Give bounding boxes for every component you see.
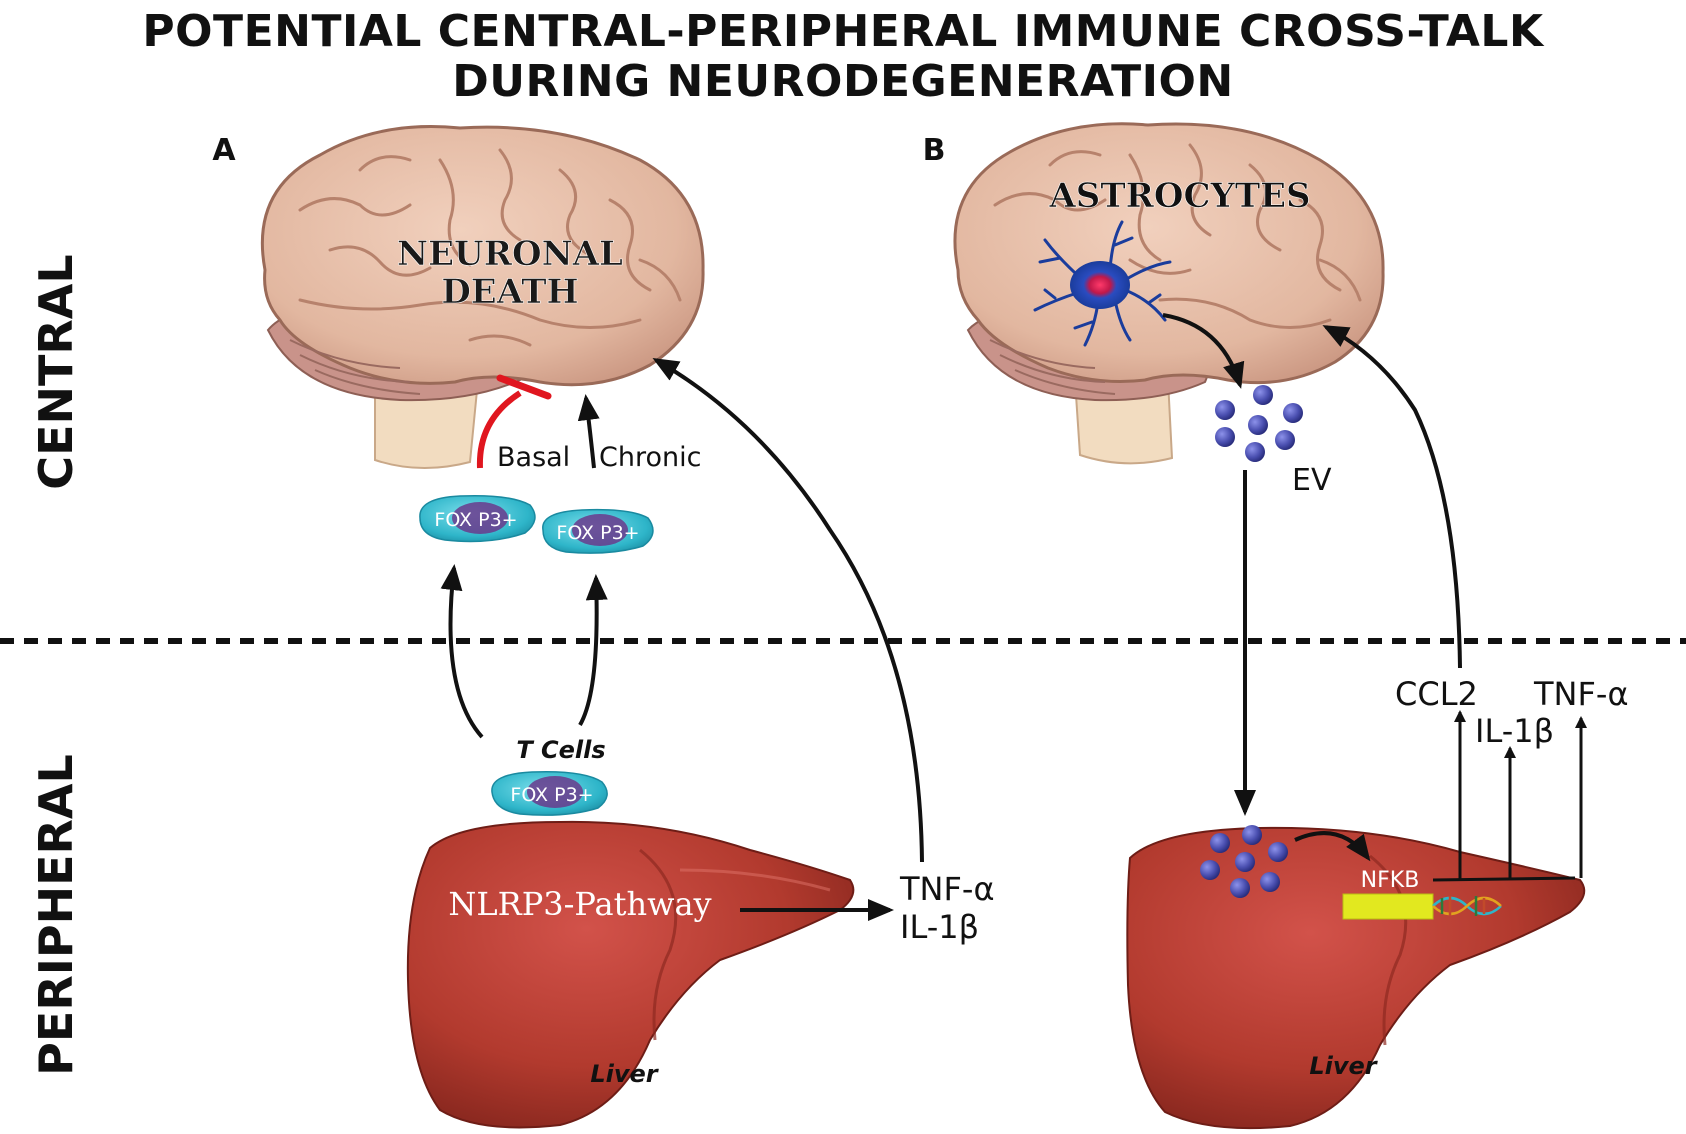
cytokine-il1b-a: IL-1β: [900, 908, 979, 946]
ev-to-nfkb-arrow: [1294, 831, 1371, 862]
ccl2-label: CCL2: [1395, 675, 1478, 713]
tcell-to-foxp3-right-arrow: [578, 574, 608, 726]
ev-cluster-brain: [1215, 385, 1303, 462]
cerebellum-a-folds: [289, 339, 421, 395]
region-label-central: CENTRAL: [29, 254, 83, 489]
neuronal-death-line-1: NEURONAL: [397, 234, 623, 274]
liver-b: [1126, 826, 1586, 1130]
nlrp3-pathway-label: NLRP3-Pathway: [448, 885, 711, 923]
liver-a-label: Liver: [590, 1060, 659, 1088]
ev-cluster-liver: [1200, 825, 1288, 898]
figure-title-line-2: DURING NEURODEGENERATION: [452, 56, 1234, 107]
panel-b-letter: B: [923, 133, 946, 168]
cytokine-tnfa-a: TNF-α: [899, 870, 995, 908]
foxp3-cell-bottom: FOX P3+: [491, 770, 608, 816]
astrocyte-body: [1070, 261, 1130, 309]
brain-b: [953, 122, 1385, 465]
brainstem-a: [374, 379, 480, 469]
ev-label: EV: [1292, 463, 1332, 498]
chronic-label: Chronic: [599, 442, 701, 473]
tnfa-b-label: TNF-α: [1533, 675, 1629, 713]
ccl2-to-brain-b-arrow: [1322, 325, 1462, 669]
foxp3-cell-left: FOX P3+: [419, 494, 536, 543]
inhibition-bar: [496, 374, 552, 400]
astrocyte-to-ev-arrow: [1162, 313, 1245, 389]
panel-a-letter: A: [212, 133, 236, 168]
basal-label: Basal: [497, 442, 570, 473]
brain-a: [260, 125, 705, 469]
astrocyte-cell: [1033, 220, 1172, 347]
liver-a: [406, 820, 855, 1129]
astrocytes-label: ASTROCYTES: [1048, 176, 1310, 216]
region-label-peripheral: PERIPHERAL: [29, 754, 83, 1076]
liver-b-label: Liver: [1309, 1052, 1378, 1080]
dna-helix-icon: [1432, 896, 1502, 916]
nfkb-output-line: [1432, 876, 1576, 882]
basal-inhibition-arrow: [476, 390, 522, 469]
cytokines-to-brain-a-arrow: [652, 358, 924, 863]
foxp3-bottom-label: FOX P3+: [510, 784, 593, 806]
chronic-arrow: [577, 394, 600, 469]
t-cells-label: T Cells: [516, 736, 605, 764]
foxp3-left-label: FOX P3+: [434, 509, 517, 531]
foxp3-cell-right: FOX P3+: [542, 508, 654, 554]
nfkb-gene-box: [1342, 893, 1434, 920]
figure-title-line-1: POTENTIAL CENTRAL-PERIPHERAL IMMUNE CROS…: [142, 6, 1544, 57]
foxp3-right-label: FOX P3+: [556, 522, 639, 544]
il1b-b-label: IL-1β: [1475, 712, 1554, 750]
nfkb-label: NFKB: [1361, 868, 1420, 893]
brain-a-folds: [298, 148, 682, 347]
tcell-to-foxp3-left-arrow: [440, 564, 484, 739]
cerebrum-a: [260, 125, 705, 387]
neuronal-death-line-2: DEATH: [441, 272, 578, 312]
